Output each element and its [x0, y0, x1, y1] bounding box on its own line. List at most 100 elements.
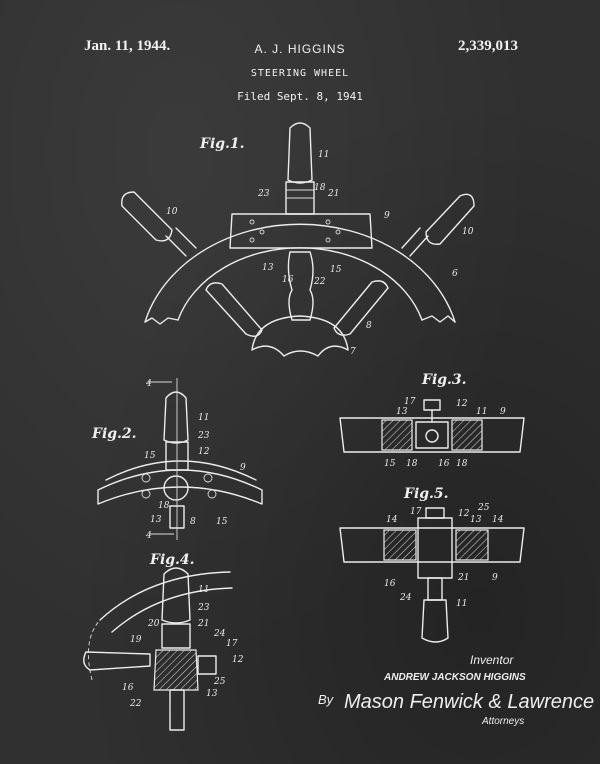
fig1-spoke-left [205, 282, 263, 337]
fig1-right-spoke-collar [401, 227, 429, 257]
filed-date: Filed Sept. 8, 1941 [237, 90, 363, 103]
attorney-role: Attorneys [481, 716, 524, 727]
fig5-housing [417, 517, 453, 579]
reference-numeral: 16 [282, 275, 294, 285]
inventor-role: Inventor [470, 653, 514, 667]
fig5-shaft [427, 577, 443, 601]
drawing-stroke [141, 489, 151, 499]
reference-numeral: 17 [226, 639, 238, 649]
reference-numeral: 12 [458, 509, 470, 519]
fig4-collar [161, 623, 191, 649]
reference-numeral: 10 [462, 227, 474, 237]
fig1-drawing: Fig.1. 11 10 23 18 21 9 10 6 [121, 122, 475, 357]
fig1-spoke-center [287, 251, 314, 321]
reference-numeral: 21 [457, 573, 469, 583]
reference-numeral: 9 [492, 573, 498, 583]
fig2-title: Fig.2. [91, 426, 137, 442]
fig2-handle [163, 391, 189, 444]
reference-numeral: 13 [206, 689, 218, 699]
drawing-stroke [141, 473, 151, 483]
fig3-block-right [451, 419, 483, 451]
fig1-rim-break-left [144, 317, 179, 325]
reference-numeral: 15 [330, 265, 342, 275]
fig1-rim-break-right [421, 315, 456, 323]
reference-numeral: 25 [477, 503, 490, 513]
reference-numeral: 4 [145, 379, 152, 389]
fig1-top-handle [287, 122, 313, 184]
fig1-spoke-right [333, 280, 389, 336]
fig1-left-spoke-collar [165, 227, 197, 257]
reference-numeral: 13 [150, 515, 162, 525]
inventor-name: ANDREW JACKSON HIGGINS [383, 672, 526, 683]
reference-numeral: 13 [396, 407, 408, 417]
fig3-rim-section [339, 417, 525, 453]
drawing-stroke [249, 219, 255, 225]
reference-numeral: 11 [476, 407, 487, 417]
reference-numeral: 22 [129, 699, 142, 709]
reference-numeral: 12 [456, 399, 468, 409]
fig5-thumbscrew [425, 507, 445, 519]
fig2-center-bolt [163, 475, 189, 501]
fig4-swing-arc [87, 619, 101, 681]
reference-numeral: 18 [406, 459, 418, 469]
reference-numeral: 8 [366, 321, 372, 331]
fig5-handle [421, 599, 449, 643]
reference-numeral: 21 [197, 619, 209, 629]
drawing-stroke [207, 489, 217, 499]
patent-date: Jan. 11, 1944. [84, 38, 171, 54]
reference-numeral: 21 [327, 189, 339, 199]
reference-numeral: 25 [213, 677, 226, 687]
fig3-thumbscrew [423, 399, 441, 411]
fig1-left-handle [121, 191, 173, 242]
fig5-block-right [455, 529, 489, 561]
fig1-hub [251, 315, 349, 357]
reference-numeral: 22 [313, 277, 326, 287]
drawing-stroke [335, 229, 341, 235]
reference-numeral: 9 [500, 407, 506, 417]
reference-numeral: 16 [384, 579, 396, 589]
reference-numeral: 16 [122, 683, 134, 693]
reference-numeral: 15 [144, 451, 156, 461]
drawing-stroke [259, 229, 265, 235]
fig5-block-left [383, 529, 417, 561]
reference-numeral: 14 [386, 515, 398, 525]
fig4-housing [153, 649, 199, 691]
fig3-block-left [381, 419, 413, 451]
reference-numeral: 13 [470, 515, 482, 525]
fig1-title: Fig.1. [199, 136, 245, 152]
reference-numeral: 15 [216, 517, 228, 527]
reference-numeral: 14 [492, 515, 504, 525]
fig5-title: Fig.5. [403, 486, 449, 502]
drawing-stroke [249, 237, 255, 243]
reference-numeral: 23 [257, 189, 270, 199]
fig1-rim-outer [144, 223, 456, 323]
fig2-rim-section [97, 469, 263, 505]
drawing-stroke [325, 237, 331, 243]
reference-numeral: 24 [399, 593, 412, 603]
reference-numeral: 12 [198, 447, 210, 457]
reference-numeral: 13 [262, 263, 274, 273]
drawing-stroke [325, 219, 331, 225]
fig4-drawing: Fig.4. 11 23 20 21 19 24 17 12 25 16 13 … [83, 552, 244, 731]
signature-by: By [318, 692, 335, 707]
fig3-bolt [425, 429, 439, 443]
reference-numeral: 24 [213, 629, 226, 639]
reference-numeral: 19 [130, 635, 142, 645]
fig4-knob [197, 655, 217, 675]
attorney-signature: Mason Fenwick & Lawrence [344, 691, 594, 713]
fig4-rim-arc-inner [111, 587, 233, 633]
fig4-rim-arc-outer [99, 571, 231, 621]
fig2-drawing: Fig.2. 4 11 23 12 15 9 18 13 8 15 4 [91, 378, 263, 541]
fig4-handle [161, 567, 191, 624]
reference-numeral: 23 [197, 603, 210, 613]
reference-numeral: 12 [232, 655, 244, 665]
reference-numeral: 11 [456, 599, 467, 609]
fig3-housing [415, 421, 449, 449]
fig4-title: Fig.4. [149, 552, 195, 568]
reference-numeral: 20 [147, 619, 160, 629]
reference-numeral: 8 [190, 517, 196, 527]
reference-numeral: 10 [166, 207, 178, 217]
fig1-hub-plate [229, 213, 373, 249]
reference-numeral: 11 [198, 585, 209, 595]
